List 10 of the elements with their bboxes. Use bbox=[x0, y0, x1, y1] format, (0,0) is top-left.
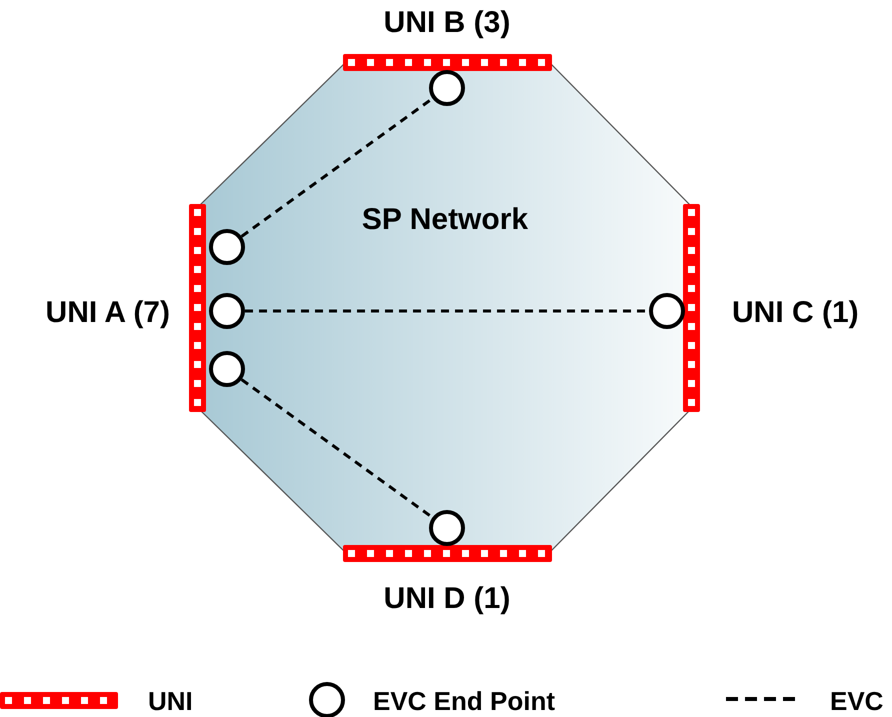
uni-label: UNI B (3) bbox=[382, 8, 512, 38]
uni-label: UNI C (1) bbox=[732, 298, 859, 328]
evc-line bbox=[240, 378, 434, 519]
legend-label: UNI bbox=[148, 688, 193, 714]
uni-label: UNI A (7) bbox=[44, 298, 170, 328]
legend-label: EVC bbox=[830, 688, 884, 714]
uni-label: UNI D (1) bbox=[382, 584, 512, 614]
legend-label: EVC End Point bbox=[373, 688, 555, 714]
network-label: SP Network bbox=[360, 205, 530, 235]
evc-line bbox=[240, 97, 434, 238]
